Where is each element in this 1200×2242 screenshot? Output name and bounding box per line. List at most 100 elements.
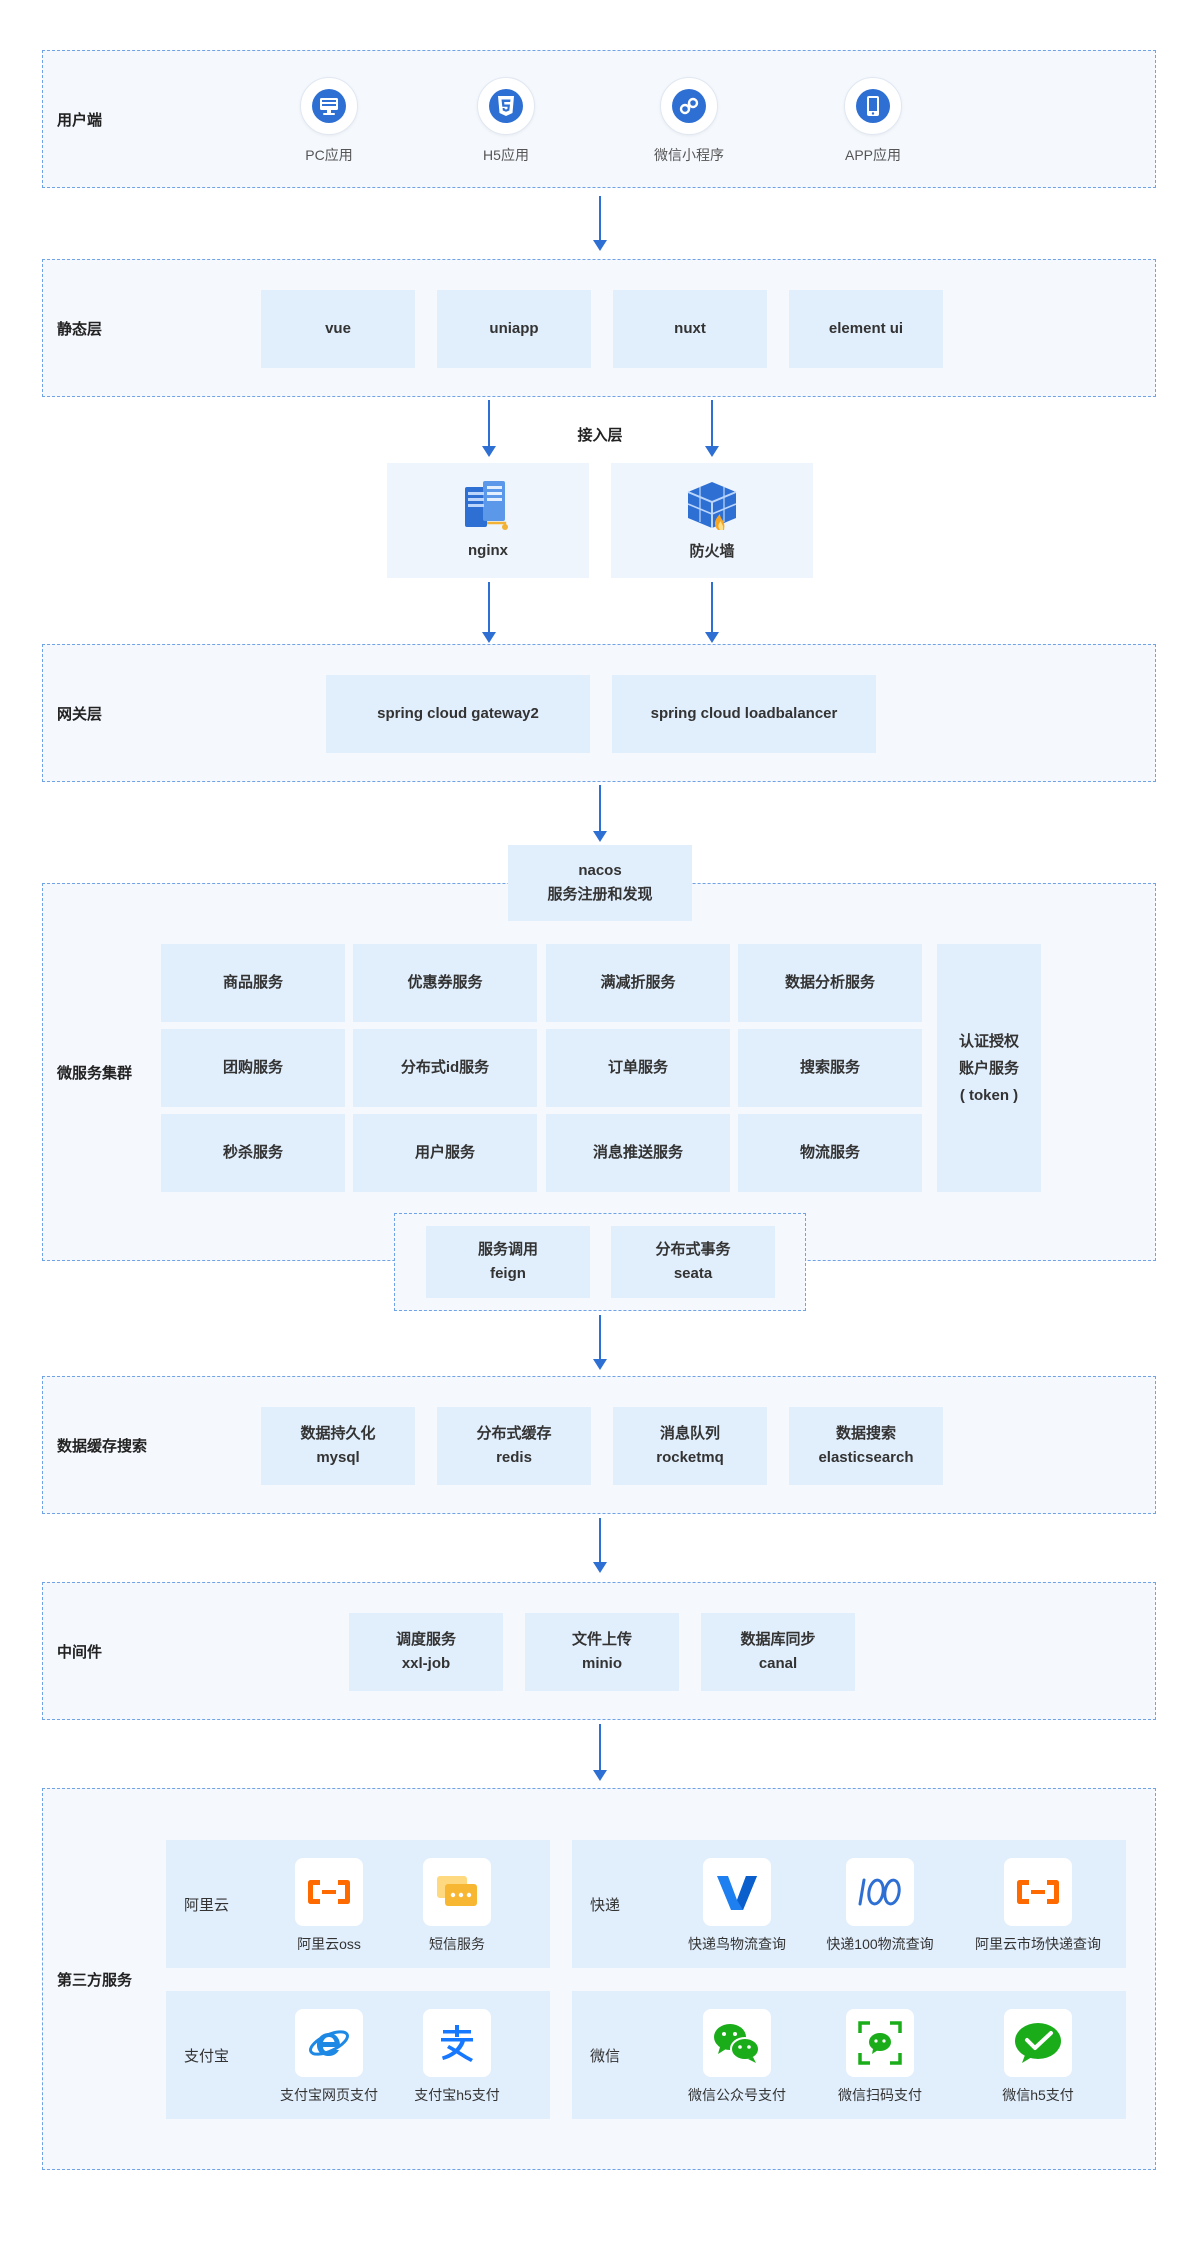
wechat-panel: 微信 微信公众号支付 微信扫码支付 微信h5支付 <box>572 1991 1126 2119</box>
flow-arrow <box>705 400 719 457</box>
service-item: 消息推送服务 <box>546 1114 730 1192</box>
browser-icon <box>295 2009 363 2077</box>
wechat-h5-service: 微信h5支付 <box>963 2009 1113 2105</box>
access-label: nginx <box>468 541 508 559</box>
service-item: 分布式id服务 <box>353 1029 537 1107</box>
aliyun-oss: 阿里云oss <box>254 1858 404 1954</box>
middleware-item: 数据库同步 canal <box>701 1613 855 1691</box>
kdniao-service: 快递鸟物流查询 <box>662 1858 812 1954</box>
static-layer: 静态层 vue uniapp nuxt element ui <box>42 259 1156 397</box>
monitor-icon <box>300 77 358 135</box>
middleware-line: 调度服务 <box>395 1631 456 1648</box>
flow-arrow <box>593 1315 607 1370</box>
flow-arrow <box>593 196 607 251</box>
data-line: 数据搜索 <box>835 1425 896 1442</box>
nacos-line: nacos <box>578 862 622 879</box>
svc-label: 支付宝网页支付 <box>280 2087 378 2103</box>
auth-line: ( token ) <box>959 1086 1019 1104</box>
gateway-item: spring cloud loadbalancer <box>612 675 876 753</box>
phone-icon <box>844 77 902 135</box>
service-item: 团购服务 <box>161 1029 345 1107</box>
kuaidi100-icon <box>846 1858 914 1926</box>
server-icon <box>463 479 513 539</box>
svc-label: 支付宝h5支付 <box>414 2087 500 2103</box>
layer-title: 中间件 <box>57 1644 103 1661</box>
client-label: PC应用 <box>305 147 353 163</box>
middleware-item: 文件上传 minio <box>525 1613 679 1691</box>
wechat-pay-icon <box>1004 2009 1072 2077</box>
client-label: 微信小程序 <box>654 147 724 163</box>
static-item: vue <box>261 290 415 368</box>
support-line: feign <box>490 1265 526 1282</box>
flow-arrow <box>593 785 607 842</box>
client-label: H5应用 <box>483 147 529 163</box>
data-line: 消息队列 <box>659 1425 720 1442</box>
nacos-line: 服务注册和发现 <box>547 886 653 903</box>
service-item: 搜索服务 <box>738 1029 922 1107</box>
client-h5: H5应用 <box>446 77 566 165</box>
wechat-icon <box>703 2009 771 2077</box>
support-line: 分布式事务 <box>655 1241 731 1258</box>
svc-label: 微信扫码支付 <box>838 2087 922 2103</box>
kdniao-icon <box>703 1858 771 1926</box>
nacos-registry: nacos 服务注册和发现 <box>508 845 692 921</box>
service-item: 秒杀服务 <box>161 1114 345 1192</box>
svc-label: 阿里云oss <box>297 1936 361 1952</box>
data-item: 消息队列 rocketmq <box>613 1407 767 1485</box>
client-app: APP应用 <box>813 77 933 165</box>
layer-title: 微服务集群 <box>57 1065 133 1082</box>
data-line: rocketmq <box>656 1449 724 1466</box>
sms-service: 短信服务 <box>382 1858 532 1954</box>
static-item: element ui <box>789 290 943 368</box>
support-services: 服务调用 feign 分布式事务 seata <box>394 1213 806 1311</box>
wechat-scan-service: 微信扫码支付 <box>805 2009 955 2105</box>
data-item: 分布式缓存 redis <box>437 1407 591 1485</box>
layer-title: 用户端 <box>57 112 103 129</box>
middleware-line: 数据库同步 <box>740 1631 816 1648</box>
gateway-item: spring cloud gateway2 <box>326 675 590 753</box>
service-item: 优惠券服务 <box>353 944 537 1022</box>
layer-title: 数据缓存搜索 <box>57 1438 148 1455</box>
middleware-item: 调度服务 xxl-job <box>349 1613 503 1691</box>
svc-label: 快递鸟物流查询 <box>688 1936 786 1952</box>
support-item: 分布式事务 seata <box>611 1226 775 1298</box>
service-item: 满减折服务 <box>546 944 730 1022</box>
support-item: 服务调用 feign <box>426 1226 590 1298</box>
support-line: seata <box>673 1265 713 1282</box>
middleware-layer: 中间件 调度服务 xxl-job 文件上传 minio 数据库同步 canal <box>42 1582 1156 1720</box>
aliyun-panel: 阿里云 阿里云oss 短信服务 <box>166 1840 550 1968</box>
access-layer-title: 接入层 <box>577 427 623 444</box>
middleware-line: 文件上传 <box>571 1631 632 1648</box>
data-item: 数据持久化 mysql <box>261 1407 415 1485</box>
client-mini-program: 微信小程序 <box>629 77 749 165</box>
flow-arrow <box>593 1518 607 1573</box>
alipay-panel: 支付宝 支付宝网页支付 支付宝h5支付 <box>166 1991 550 2119</box>
middleware-line: xxl-job <box>401 1655 451 1672</box>
aliyun-icon <box>295 1858 363 1926</box>
service-item: 订单服务 <box>546 1029 730 1107</box>
svc-label: 快递100物流查询 <box>826 1936 934 1952</box>
alipay-web-service: 支付宝网页支付 <box>254 2009 404 2105</box>
layer-title: 静态层 <box>57 321 103 338</box>
alipay-icon <box>423 2009 491 2077</box>
aliyun-icon <box>1004 1858 1072 1926</box>
auth-service: 认证授权 账户服务 ( token ) <box>937 944 1041 1192</box>
client-layer: 用户端 PC应用 H5应用 微信小程序 APP应用 <box>42 50 1156 188</box>
data-line: 分布式缓存 <box>476 1425 552 1442</box>
flow-arrow <box>705 582 719 643</box>
scan-pay-icon <box>846 2009 914 2077</box>
access-nginx: nginx <box>387 463 589 578</box>
svc-label: 短信服务 <box>429 1936 485 1952</box>
support-line: 服务调用 <box>477 1241 538 1258</box>
auth-line: 认证授权 <box>958 1032 1019 1050</box>
flow-arrow <box>593 1724 607 1781</box>
kuaidi100-service: 快递100物流查询 <box>805 1858 955 1954</box>
panel-title: 阿里云 <box>184 1897 230 1914</box>
panel-title: 微信 <box>590 2048 621 2065</box>
firewall-icon <box>684 478 740 540</box>
data-layer: 数据缓存搜索 数据持久化 mysql 分布式缓存 redis 消息队列 rock… <box>42 1376 1156 1514</box>
data-item: 数据搜索 elasticsearch <box>789 1407 943 1485</box>
layer-title: 第三方服务 <box>57 1972 133 1989</box>
service-item: 商品服务 <box>161 944 345 1022</box>
access-firewall: 防火墙 <box>611 463 813 578</box>
